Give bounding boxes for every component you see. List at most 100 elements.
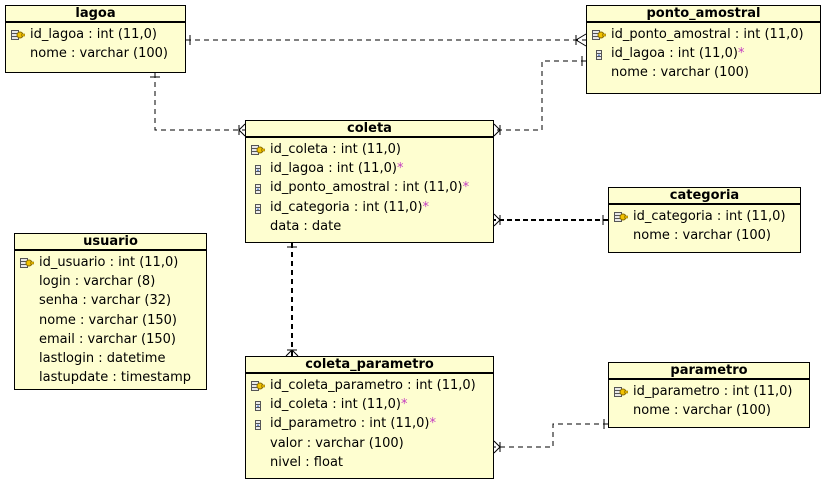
column-list: id_coleta_parametro : int (11,0) id_colet… <box>246 374 493 472</box>
column-text: id_ponto_amostral : int (11,0) <box>611 27 804 42</box>
entity-lagoa[interactable]: lagoa id_lagoa : int (11,0) nome : varcha… <box>5 5 186 73</box>
rel-end-many-coleta-right <box>493 123 501 137</box>
column-row[interactable]: valor : varchar (100) <box>246 434 493 453</box>
column-row[interactable]: lastlogin : datetime <box>15 349 206 368</box>
entity-title: coleta <box>246 121 493 138</box>
column-row[interactable]: nome : varchar (100) <box>587 63 820 82</box>
foreign-key-icon <box>592 48 606 61</box>
rel-end-many-coleta-left <box>238 123 246 137</box>
column-text: id_lagoa : int (11,0) <box>611 46 738 62</box>
column-row[interactable]: nome : varchar (150) <box>15 311 206 330</box>
column-text: id_categoria : int (11,0) <box>633 209 786 224</box>
column-text: email : varchar (150) <box>39 331 177 347</box>
entity-title: categoria <box>609 188 800 205</box>
foreign-key-marker: * <box>462 180 470 196</box>
primary-key-icon <box>251 380 266 392</box>
column-row[interactable]: id_categoria : int (11,0)* <box>246 198 493 217</box>
entity-title: lagoa <box>6 6 185 23</box>
column-row[interactable]: id_usuario : int (11,0) <box>15 253 206 272</box>
column-text: nome : varchar (100) <box>633 403 772 419</box>
column-list: id_lagoa : int (11,0) nome : varchar (100… <box>6 23 185 63</box>
column-text: id_coleta : int (11,0) <box>270 142 401 157</box>
column-row[interactable]: nivel : float <box>246 453 493 472</box>
primary-key-icon <box>251 144 266 156</box>
rel-line-lagoa-coleta <box>154 73 245 131</box>
column-row[interactable]: id_parametro : int (11,0) <box>609 382 809 401</box>
entity-title: usuario <box>15 234 206 251</box>
column-row[interactable]: id_lagoa : int (11,0)* <box>587 44 820 63</box>
column-text: id_parametro : int (11,0) <box>633 384 793 399</box>
column-row[interactable]: id_coleta_parametro : int (11,0) <box>246 376 493 395</box>
column-row[interactable]: senha : varchar (32) <box>15 291 206 310</box>
rel-end-many-coleta-categoria <box>493 213 501 227</box>
foreign-key-icon <box>251 163 265 176</box>
column-row[interactable]: id_lagoa : int (11,0)* <box>246 159 493 178</box>
foreign-key-marker: * <box>737 46 745 62</box>
column-row[interactable]: id_ponto_amostral : int (11,0) <box>587 25 820 44</box>
entity-usuario[interactable]: usuario id_usuario : int (11,0) login : v… <box>14 233 207 390</box>
column-row[interactable]: id_lagoa : int (11,0) <box>6 25 185 44</box>
column-row[interactable]: nome : varchar (100) <box>6 44 185 63</box>
foreign-key-marker: * <box>429 416 436 432</box>
foreign-key-marker: * <box>400 397 408 413</box>
column-list: id_ponto_amostral : int (11,0) id_lagoa :… <box>587 23 820 83</box>
column-row[interactable]: id_parametro : int (11,0)* <box>246 414 493 433</box>
column-text: id_lagoa : int (11,0) <box>30 27 157 42</box>
foreign-key-marker: * <box>422 199 430 215</box>
entity-coleta-parametro[interactable]: coleta_parametro id_coleta_parametro : i… <box>245 356 494 479</box>
entity-ponto-amostral[interactable]: ponto_amostral id_ponto_amostral : int (… <box>586 5 821 94</box>
column-row[interactable]: nome : varchar (100) <box>609 226 800 245</box>
column-row[interactable]: id_coleta : int (11,0)* <box>246 395 493 414</box>
column-text: id_parametro : int (11,0) <box>270 416 430 432</box>
column-list: id_parametro : int (11,0) nome : varchar … <box>609 380 809 420</box>
column-text: lastupdate : timestamp <box>39 370 192 386</box>
column-text: data : date <box>270 218 342 234</box>
column-text: nome : varchar (150) <box>39 312 178 328</box>
column-text: nome : varchar (100) <box>611 65 750 81</box>
column-row[interactable]: email : varchar (150) <box>15 330 206 349</box>
rel-end-many-coleta-parametro-top <box>285 349 299 357</box>
column-text: valor : varchar (100) <box>270 435 404 451</box>
column-row[interactable]: id_ponto_amostral : int (11,0)* <box>246 178 493 197</box>
column-row[interactable]: id_categoria : int (11,0) <box>609 207 800 226</box>
entity-coleta[interactable]: coleta id_coleta : int (11,0) id_lagoa : … <box>245 120 494 243</box>
column-text: nome : varchar (100) <box>633 228 772 244</box>
primary-key-icon <box>11 29 26 41</box>
column-row[interactable]: lastupdate : timestamp <box>15 368 206 387</box>
column-text: id_categoria : int (11,0) <box>270 199 423 215</box>
foreign-key-icon <box>251 202 265 214</box>
column-row[interactable]: data : date <box>246 217 493 236</box>
rel-end-many-coleta-parametro-right <box>493 440 501 454</box>
foreign-key-icon <box>251 182 265 195</box>
foreign-key-marker: * <box>396 161 404 177</box>
column-row[interactable]: login : varchar (8) <box>15 272 206 291</box>
foreign-key-icon <box>251 418 265 431</box>
column-text: id_coleta_parametro : int (11,0) <box>270 378 476 393</box>
column-text: nome : varchar (100) <box>30 46 169 62</box>
primary-key-icon <box>614 386 629 398</box>
column-text: id_usuario : int (11,0) <box>39 255 179 270</box>
column-row[interactable]: nome : varchar (100) <box>609 401 809 420</box>
foreign-key-icon <box>251 399 265 412</box>
entity-title: parametro <box>609 363 809 380</box>
rel-line-parametro-coleta-parametro <box>494 423 608 448</box>
entity-categoria[interactable]: categoria id_categoria : int (11,0) nome … <box>608 187 801 253</box>
entity-title: ponto_amostral <box>587 6 820 23</box>
entity-parametro[interactable]: parametro id_parametro : int (11,0) nome … <box>608 362 810 428</box>
column-text: id_ponto_amostral : int (11,0) <box>270 180 463 196</box>
column-text: id_coleta : int (11,0) <box>270 397 401 413</box>
column-row[interactable]: id_coleta : int (11,0) <box>246 140 493 159</box>
column-text: lastlogin : datetime <box>39 350 166 366</box>
column-list: id_coleta : int (11,0) id_lagoa : int (11… <box>246 138 493 236</box>
column-text: login : varchar (8) <box>39 274 156 290</box>
rel-end-many-ponto-amostral <box>575 33 587 47</box>
primary-key-icon <box>592 29 607 41</box>
column-text: senha : varchar (32) <box>39 293 172 309</box>
column-list: id_categoria : int (11,0) nome : varchar … <box>609 205 800 245</box>
rel-line-ponto-amostral-coleta <box>494 60 586 131</box>
primary-key-icon <box>614 211 629 223</box>
column-text: id_lagoa : int (11,0) <box>270 161 397 177</box>
primary-key-icon <box>20 257 35 269</box>
column-list: id_usuario : int (11,0) login : varchar (… <box>15 251 206 387</box>
